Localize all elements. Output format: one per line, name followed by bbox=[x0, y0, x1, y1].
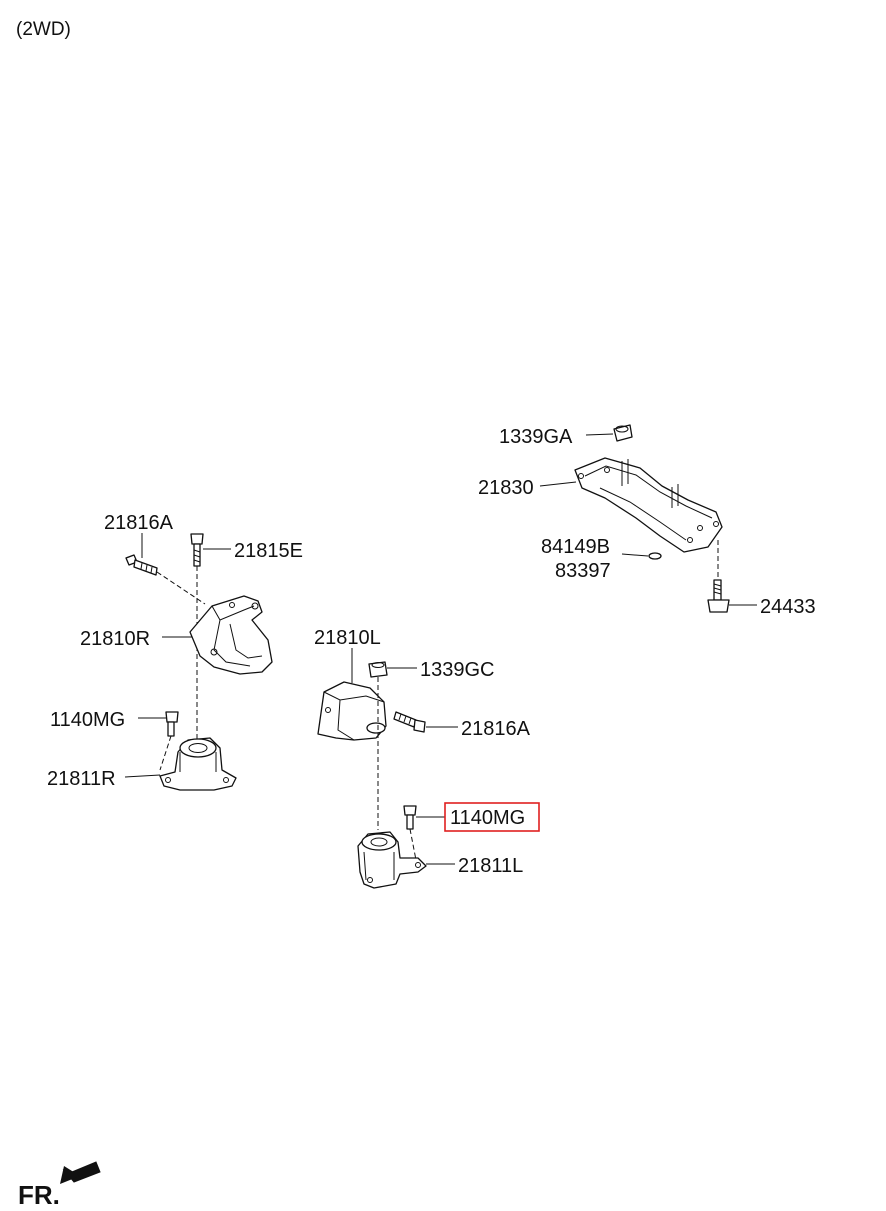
front-label: FR. bbox=[18, 1180, 60, 1210]
callout-21810r[interactable]: 21810R bbox=[80, 628, 150, 650]
axis-21816a-right bbox=[156, 571, 206, 605]
bolt-21816a-right[interactable] bbox=[125, 554, 158, 576]
callout-21816a-left[interactable]: 21816A bbox=[461, 718, 531, 740]
callout-24433[interactable]: 24433 bbox=[760, 596, 816, 618]
callout-1339ga[interactable]: 1339GA bbox=[499, 426, 573, 448]
insulator-21811l[interactable] bbox=[357, 831, 427, 889]
nut-1339gc[interactable] bbox=[368, 661, 388, 678]
bolt-21816a-left[interactable] bbox=[393, 711, 426, 733]
callout-1140mg-left[interactable]: 1140MG bbox=[450, 807, 525, 829]
leader-21830 bbox=[539, 481, 577, 487]
callout-83397[interactable]: 83397 bbox=[555, 560, 611, 582]
bolt-24433[interactable] bbox=[707, 579, 730, 613]
bolt-1140mg-left[interactable] bbox=[403, 805, 417, 830]
callout-21810l[interactable]: 21810L bbox=[314, 627, 381, 649]
callout-21811l[interactable]: 21811L bbox=[458, 855, 523, 877]
nut-1339ga[interactable] bbox=[613, 424, 633, 442]
axis-1140mg-left bbox=[409, 828, 417, 861]
leader-21811r bbox=[124, 774, 161, 778]
callout-84149b[interactable]: 84149B bbox=[541, 536, 610, 558]
variant-label: (2WD) bbox=[16, 19, 71, 40]
leader-84149b bbox=[621, 553, 649, 557]
callout-1339gc[interactable]: 1339GC bbox=[420, 659, 495, 681]
callout-21815e[interactable]: 21815E bbox=[234, 540, 303, 562]
axis-1140mg-right bbox=[159, 735, 172, 771]
bolt-1140mg-right[interactable] bbox=[165, 711, 179, 737]
plug-84149b-83397[interactable] bbox=[648, 552, 662, 560]
highlight-box-1140mg bbox=[444, 802, 540, 832]
callout-21816a-right[interactable]: 21816A bbox=[104, 512, 174, 534]
callout-21830[interactable]: 21830 bbox=[478, 477, 534, 499]
insulator-21811r[interactable] bbox=[159, 737, 237, 791]
leader-1339ga bbox=[585, 433, 614, 436]
bracket-21810l[interactable] bbox=[317, 681, 387, 741]
crossmember-21830[interactable] bbox=[574, 457, 723, 553]
bracket-21810r[interactable] bbox=[189, 595, 273, 675]
callout-21811r[interactable]: 21811R bbox=[47, 768, 116, 790]
front-arrow-icon bbox=[60, 1161, 101, 1184]
callout-1140mg-right[interactable]: 1140MG bbox=[50, 709, 125, 731]
bolt-21815e[interactable] bbox=[190, 533, 204, 567]
